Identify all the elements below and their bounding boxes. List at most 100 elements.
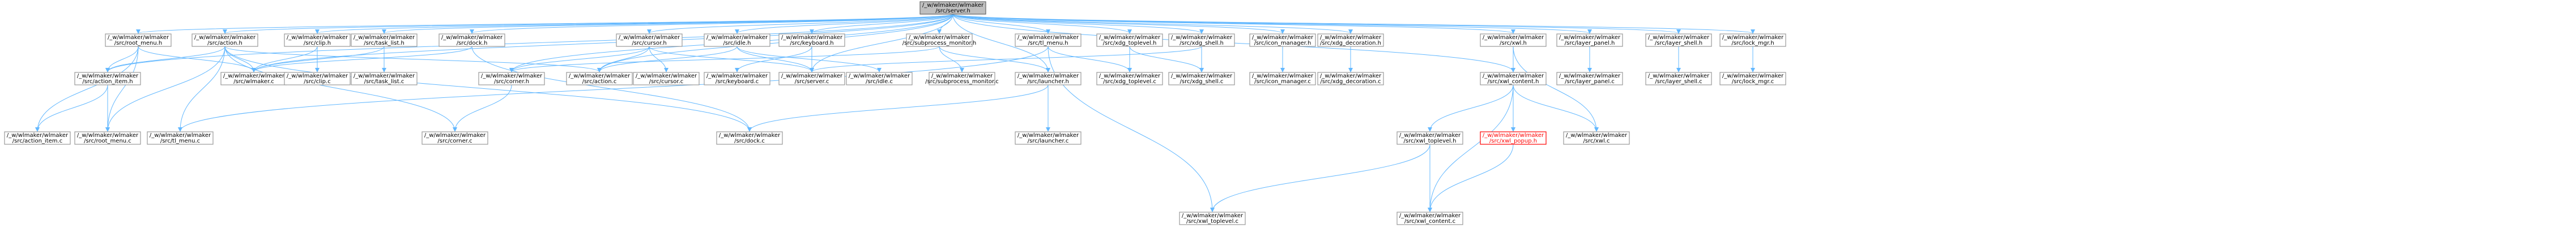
node-box[interactable] [1015,33,1082,47]
node-xdg-toplevel-h[interactable]: /_w/wlmaker/wlmaker/src/xdg_toplevel.h [1096,33,1163,47]
node-xdg-decoration-h[interactable]: /_w/wlmaker/wlmaker/src/xdg_decoration.h [1317,33,1384,47]
node-box[interactable] [1015,72,1082,85]
node-cursor-h[interactable]: /_w/wlmaker/wlmaker/src/cursor.h [616,33,683,47]
node-xwl-toplevel-h[interactable]: /_w/wlmaker/wlmaker/src/xwl_toplevel.h [1396,131,1463,145]
node-box[interactable] [1480,131,1547,145]
node-box[interactable] [1317,72,1384,85]
node-action-h[interactable]: /_w/wlmaker/wlmaker/src/action.h [191,33,258,47]
node-box[interactable] [1645,72,1712,85]
node-box[interactable] [1645,33,1712,47]
node-box[interactable] [716,131,783,145]
node-root-menu-c[interactable]: /_w/wlmaker/wlmaker/src/root_menu.c [74,131,141,145]
node-box[interactable] [1396,212,1463,225]
node-box[interactable] [704,72,770,85]
node-clip-h[interactable]: /_w/wlmaker/wlmaker/src/clip.h [284,33,351,47]
node-root-menu-h[interactable]: /_w/wlmaker/wlmaker/src/root_menu.h [105,33,172,47]
node-box[interactable] [74,131,141,145]
node-dock-c[interactable]: /_w/wlmaker/wlmaker/src/dock.c [716,131,783,145]
node-keyboard-h[interactable]: /_w/wlmaker/wlmaker/src/keyboard.h [778,33,845,47]
node-box[interactable] [1563,131,1630,145]
node-box[interactable] [1317,33,1384,47]
node-corner-h[interactable]: /_w/wlmaker/wlmaker/src/corner.h [478,72,545,85]
node-subprocess-monitor-h[interactable]: /_w/wlmaker/wlmaker/src/subprocess_monit… [902,33,976,47]
node-idle-h[interactable]: /_w/wlmaker/wlmaker/src/idle.h [704,33,770,47]
node-xwl-c[interactable]: /_w/wlmaker/wlmaker/src/xwl.c [1563,131,1630,145]
node-launcher-c[interactable]: /_w/wlmaker/wlmaker/src/launcher.c [1015,131,1082,145]
node-xwl-content-h[interactable]: /_w/wlmaker/wlmaker/src/xwl_content.h [1480,72,1547,85]
node-subprocess-monitor-c[interactable]: /_w/wlmaker/wlmaker/src/subprocess_monit… [925,72,999,85]
node-box[interactable] [778,33,845,47]
node-box[interactable] [105,33,172,47]
node-box[interactable] [191,33,258,47]
node-box[interactable] [1179,212,1246,225]
node-box[interactable] [919,1,986,15]
node-box[interactable] [284,33,351,47]
node-action-item-h[interactable]: /_w/wlmaker/wlmaker/src/action_item.h [74,72,141,85]
node-box[interactable] [1249,33,1316,47]
node-box[interactable] [1096,72,1163,85]
node-launcher-h[interactable]: /_w/wlmaker/wlmaker/src/launcher.h [1015,72,1082,85]
node-clip-c[interactable]: /_w/wlmaker/wlmaker/src/clip.c [284,72,351,85]
node-xdg-shell-c[interactable]: /_w/wlmaker/wlmaker/src/xdg_shell.c [1168,72,1235,85]
node-box[interactable] [1480,72,1547,85]
node-layer-panel-c[interactable]: /_w/wlmaker/wlmaker/src/layer_panel.c [1556,72,1623,85]
node-layer-panel-h[interactable]: /_w/wlmaker/wlmaker/src/layer_panel.h [1556,33,1623,47]
node-file-line: /src/xwl.h [1500,40,1527,46]
node-tl-menu-h[interactable]: /_w/wlmaker/wlmaker/src/tl_menu.h [1015,33,1082,47]
node-dock-h[interactable]: /_w/wlmaker/wlmaker/src/dock.h [438,33,505,47]
node-task-list-c[interactable]: /_w/wlmaker/wlmaker/src/task_list.c [351,72,418,85]
node-icon-manager-h[interactable]: /_w/wlmaker/wlmaker/src/icon_manager.h [1249,33,1316,47]
node-box[interactable] [74,72,141,85]
node-wlmaker-c[interactable]: /_w/wlmaker/wlmaker/src/wlmaker.c [220,72,287,85]
node-box[interactable] [1096,33,1163,47]
node-xwl-content-c[interactable]: /_w/wlmaker/wlmaker/src/xwl_content.c [1396,212,1463,225]
node-box[interactable] [1556,72,1623,85]
node-lock-mgr-c[interactable]: /_w/wlmaker/wlmaker/src/lock_mgr.c [1719,72,1786,85]
node-box[interactable] [4,131,71,145]
node-box[interactable] [1168,33,1235,47]
node-box[interactable] [351,33,418,47]
node-box[interactable] [633,72,700,85]
node-box[interactable] [284,72,351,85]
node-box[interactable] [704,33,770,47]
node-cursor-c[interactable]: /_w/wlmaker/wlmaker/src/cursor.c [633,72,700,85]
node-corner-c[interactable]: /_w/wlmaker/wlmaker/src/corner.c [421,131,488,145]
node-box[interactable] [1249,72,1316,85]
node-box[interactable] [438,33,505,47]
node-box[interactable] [846,72,913,85]
node-box[interactable] [478,72,545,85]
node-tl-menu-c[interactable]: /_w/wlmaker/wlmaker/src/tl_menu.c [147,131,214,145]
node-task-list-h[interactable]: /_w/wlmaker/wlmaker/src/task_list.h [351,33,418,47]
node-xdg-decoration-c[interactable]: /_w/wlmaker/wlmaker/src/xdg_decoration.c [1317,72,1384,85]
node-box[interactable] [1396,131,1463,145]
node-lock-mgr-h[interactable]: /_w/wlmaker/wlmaker/src/lock_mgr.h [1719,33,1786,47]
node-layer-shell-h[interactable]: /_w/wlmaker/wlmaker/src/layer_shell.h [1645,33,1712,47]
node-box[interactable] [566,72,633,85]
node-xwl-h[interactable]: /_w/wlmaker/wlmaker/src/xwl.h [1480,33,1547,47]
node-idle-c[interactable]: /_w/wlmaker/wlmaker/src/idle.c [846,72,913,85]
node-layer-shell-c[interactable]: /_w/wlmaker/wlmaker/src/layer_shell.c [1645,72,1712,85]
node-action-item-c[interactable]: /_w/wlmaker/wlmaker/src/action_item.c [4,131,71,145]
node-xwl-popup-h[interactable]: /_w/wlmaker/wlmaker/src/xwl_popup.h [1480,131,1547,145]
node-box[interactable] [1719,72,1786,85]
node-keyboard-c[interactable]: /_w/wlmaker/wlmaker/src/keyboard.c [704,72,770,85]
node-action-c[interactable]: /_w/wlmaker/wlmaker/src/action.c [566,72,633,85]
node-box[interactable] [616,33,683,47]
node-root[interactable]: /_w/wlmaker/wlmaker/src/server.h [919,1,986,15]
node-box[interactable] [1480,33,1547,47]
node-box[interactable] [906,33,973,47]
node-box[interactable] [421,131,488,145]
node-box[interactable] [1719,33,1786,47]
node-box[interactable] [778,72,845,85]
node-xwl-toplevel-c[interactable]: /_w/wlmaker/wlmaker/src/xwl_toplevel.c [1179,212,1246,225]
node-box[interactable] [351,72,418,85]
node-server-c[interactable]: /_w/wlmaker/wlmaker/src/server.c [778,72,845,85]
node-xdg-shell-h[interactable]: /_w/wlmaker/wlmaker/src/xdg_shell.h [1168,33,1235,47]
node-box[interactable] [1015,131,1082,145]
node-icon-manager-c[interactable]: /_w/wlmaker/wlmaker/src/icon_manager.c [1249,72,1316,85]
node-box[interactable] [147,131,214,145]
node-box[interactable] [1556,33,1623,47]
node-xdg-toplevel-c[interactable]: /_w/wlmaker/wlmaker/src/xdg_toplevel.c [1096,72,1163,85]
node-box[interactable] [1168,72,1235,85]
node-box[interactable] [929,72,995,85]
